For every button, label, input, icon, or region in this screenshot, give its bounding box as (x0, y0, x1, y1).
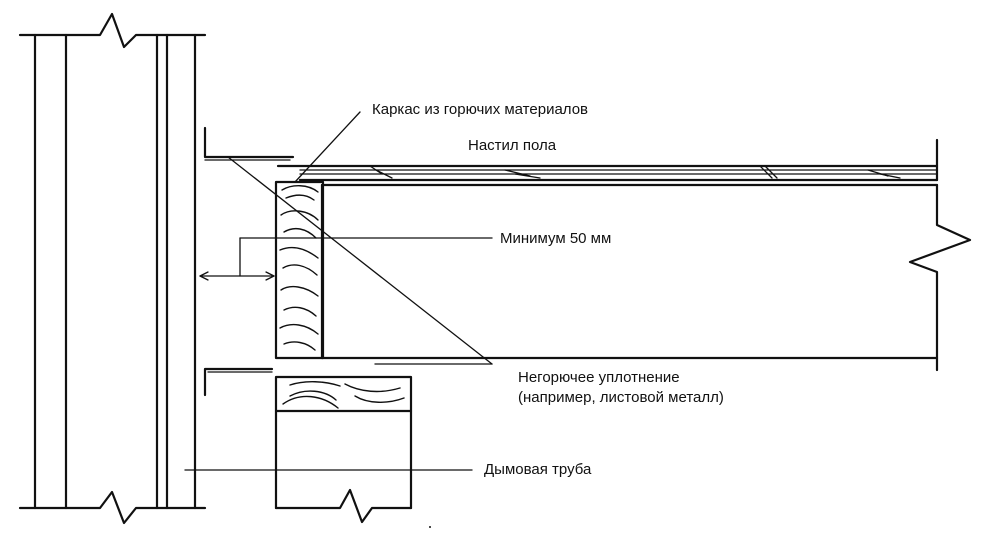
chimney-wall (18, 12, 207, 525)
label-seal-line1: Негорючее уплотнение (518, 369, 680, 386)
leader-seal-diagonal (227, 156, 493, 365)
stray-dot (429, 526, 431, 528)
label-seal-line2: (например, листовой металл) (518, 389, 724, 406)
chimney-top-break-line (18, 12, 207, 49)
label-min-clearance: Минимум 50 мм (500, 230, 612, 247)
floor-joist (320, 183, 972, 372)
floor-deck (276, 138, 939, 182)
header-block (274, 180, 325, 360)
label-frame-combustible: Каркас из горючих материалов (372, 101, 589, 118)
lower-block-break-line (274, 488, 413, 524)
label-chimney: Дымовая труба (484, 461, 592, 478)
lower-block (274, 375, 413, 524)
seal-flashing-upper (203, 126, 295, 159)
label-floor-deck: Настил пола (468, 137, 557, 154)
clearance-dimension (199, 237, 275, 281)
leader-frame (294, 111, 361, 183)
joist-break-line (908, 183, 972, 372)
seal-flashing-lower (203, 367, 274, 397)
chimney-bottom-break-line (18, 490, 207, 525)
